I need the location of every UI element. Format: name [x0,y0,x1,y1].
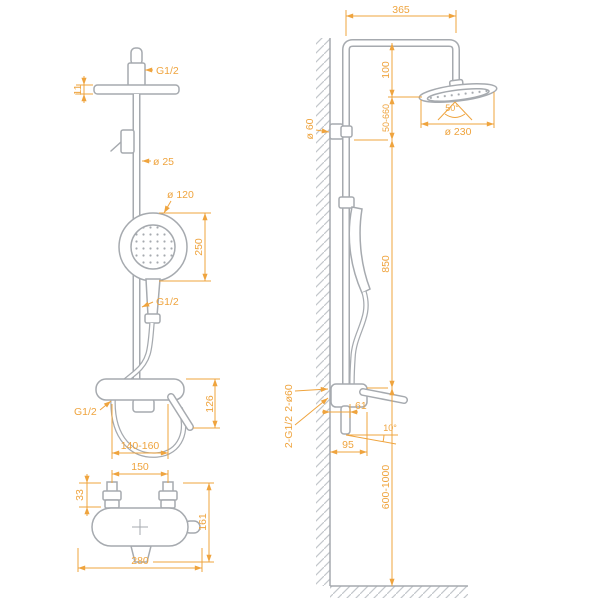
spout-side [340,405,351,435]
dim-label-plan-hole-spacing: 150 [131,461,149,473]
shower-hose-front [110,322,187,458]
dim-label-spray-angle: 50° [445,103,459,113]
dim-label-slide-connector: G1/2 [156,296,179,308]
dim-label-head-height: 100 [380,61,392,79]
dim-label-pipe-diameter: ø 25 [153,156,174,168]
dim-label-riser-height: 850 [380,255,392,273]
dim-label-wall-connector: 2-G1/2 [283,416,295,448]
dim-label-mixer-install-height: 600-1000 [380,465,392,510]
dim-label-adjust-range: 50-660 [381,104,391,132]
dimensions-front: G1/2 11 ø 25 ø 120 250 G1/2 126 G1/2 1 [72,65,220,572]
dim-label-inlet-spacing: 140-160 [121,440,160,452]
wall-hatch [316,38,330,586]
floor-hatch [330,586,468,598]
hand-shower-holder-side [338,196,355,209]
riser-and-arm-side [342,39,460,386]
dim-label-inlet-connector: G1/2 [74,406,97,418]
plan-eccentric-right [158,481,178,509]
dim-label-handshower-diameter: ø 120 [167,189,194,201]
mixer-plan-view [91,481,201,563]
dim-label-plan-offset: 33 [74,489,86,501]
front-view [91,47,201,563]
overhead-shower-side [418,78,498,104]
overhead-shower-front [93,47,180,95]
dim-label-head-edge: 11 [72,84,84,95]
side-view [316,38,498,598]
hand-shower-side [348,206,371,295]
slide-holder-front [110,129,135,154]
dimensions-side: 365 100 50-660 850 600-1000 50° ø 230 ø … [283,4,495,586]
wall-bracket-side [329,123,353,140]
dim-label-spout-reach: 95 [342,439,354,451]
dim-label-top-connector: G1/2 [156,65,179,77]
dim-label-wall-hole: 2-ø60 [283,384,295,412]
dim-label-spout-offset: 61 [355,400,367,412]
dim-label-bracket-diameter: ø 60 [304,118,316,139]
dim-label-plan-depth: 161 [197,513,209,531]
shower-hose-side [349,291,369,385]
dim-label-arm-reach: 365 [392,4,410,16]
mixer-side [330,383,408,435]
plan-eccentric-left [102,481,122,509]
dim-label-head-diameter: ø 230 [445,126,472,138]
dim-label-plan-width: 280 [131,555,149,567]
hand-shower-front [118,212,188,324]
dim-label-mixer-height: 126 [204,395,216,413]
dim-label-spout-angle: 10° [383,423,397,433]
mixer-front [95,378,194,431]
dim-label-handshower-length: 250 [193,238,205,256]
